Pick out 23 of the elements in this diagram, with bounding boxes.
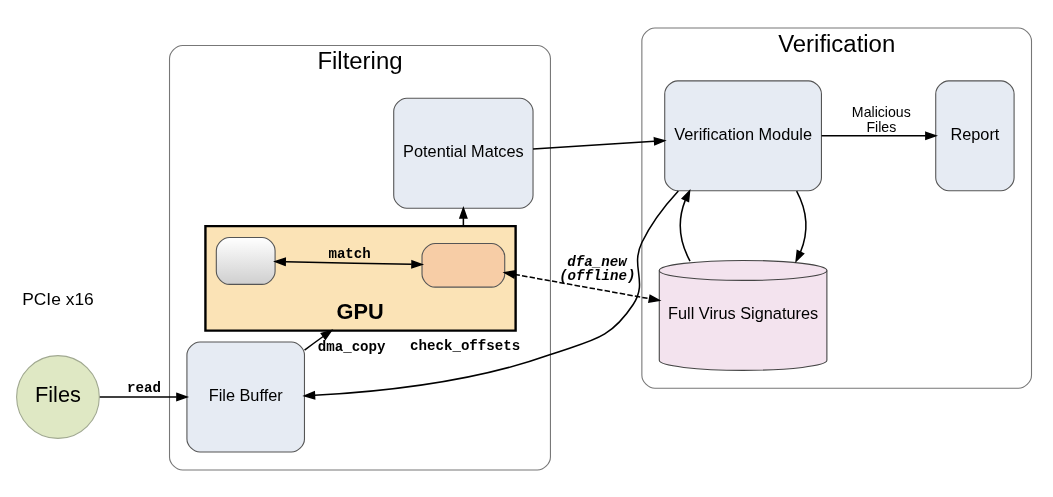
arrow bbox=[302, 189, 680, 400]
edge-label: check_offsets bbox=[410, 337, 521, 354]
node-box: File Buffer bbox=[186, 341, 305, 453]
node-circle: Files bbox=[16, 354, 100, 439]
node-box: Report bbox=[935, 79, 1015, 191]
edge-label: Malicious Files bbox=[851, 103, 911, 135]
arrow bbox=[679, 188, 691, 262]
arrow bbox=[273, 256, 425, 269]
edge-label: dma_copy bbox=[317, 338, 386, 355]
node-box bbox=[421, 242, 506, 288]
label: PCIe x16 bbox=[22, 288, 94, 309]
node-box: Verification Module bbox=[664, 79, 822, 191]
arrow bbox=[820, 130, 938, 140]
arrow bbox=[532, 136, 667, 150]
node-box bbox=[215, 236, 276, 285]
arrow bbox=[502, 269, 662, 303]
arrow bbox=[795, 189, 807, 263]
edge-label: dfa_new (offline) bbox=[559, 253, 636, 284]
node-box: Potential Matces bbox=[393, 97, 534, 209]
arrow bbox=[99, 392, 190, 402]
edge-label: read bbox=[127, 379, 161, 396]
edge-label: match bbox=[328, 245, 371, 262]
arrow bbox=[303, 328, 334, 351]
